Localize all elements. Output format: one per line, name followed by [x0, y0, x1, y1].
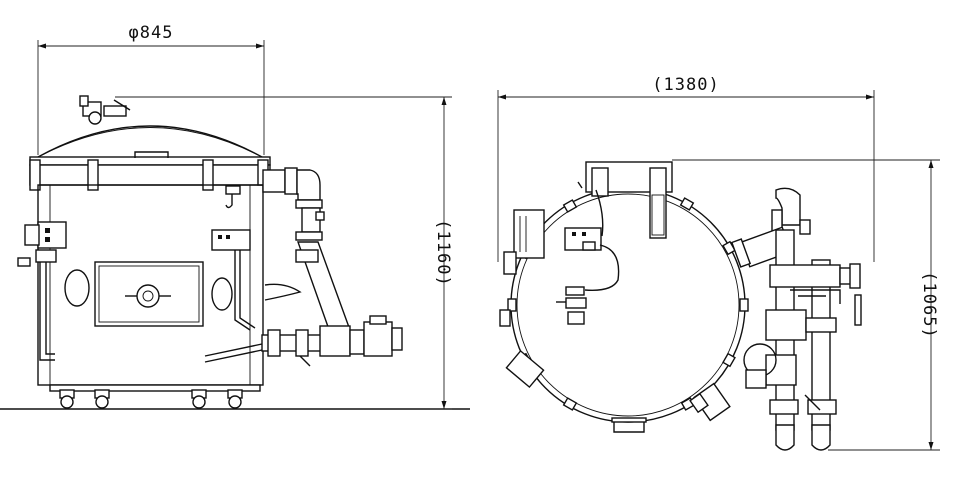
side-width-label: (1380) [652, 75, 719, 95]
right-piping-assembly [204, 167, 403, 367]
lid-dome [37, 125, 263, 158]
sight-glass-left [64, 269, 90, 307]
lid-valve-assembly [79, 95, 131, 125]
side-piping-assembly [730, 187, 862, 451]
front-height-label: (1160) [433, 219, 453, 286]
sensor-left [505, 349, 545, 389]
casters [59, 389, 243, 409]
side-view: (1380) (1065) [497, 75, 940, 451]
bottom-handle [613, 420, 645, 433]
lid-rim [29, 156, 271, 166]
junction-box-right [211, 229, 251, 251]
panel-gauge-icon [136, 284, 160, 308]
outlet-valve [363, 321, 393, 357]
front-width-dimension: φ845 [37, 23, 265, 155]
pressure-gauge-icon [88, 111, 102, 125]
sight-glass-right [211, 277, 233, 311]
top-bracket [577, 161, 673, 239]
front-height-dimension: (1160) [115, 96, 453, 410]
junction-box-left [37, 221, 67, 249]
tank-shell-inner [516, 193, 740, 417]
side-width-dimension: (1380) [497, 75, 875, 262]
left-pipe [39, 260, 55, 361]
side-height-label: (1065) [919, 271, 939, 338]
lid-handle [134, 151, 169, 158]
side-electrical-box [513, 209, 545, 259]
front-view: φ845 (1160) [0, 23, 470, 410]
tank-hook [225, 188, 233, 209]
control-panel [94, 261, 204, 327]
side-height-dimension: (1065) [672, 159, 940, 451]
front-width-label: φ845 [129, 23, 174, 43]
